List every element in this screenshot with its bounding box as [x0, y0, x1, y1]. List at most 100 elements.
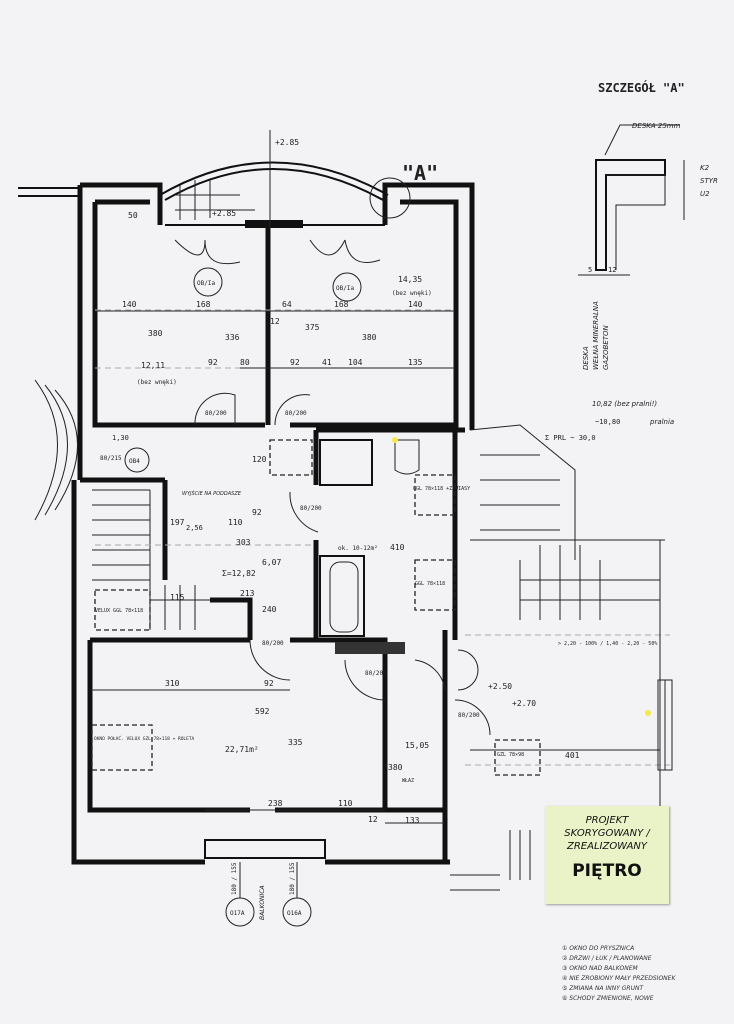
bay-window [159, 130, 411, 265]
label-ggl2: GGL 78×118 [415, 581, 445, 587]
label-stair-skylight: VELUX GGL 78×118 [95, 608, 143, 614]
dimension: 240 [262, 605, 277, 614]
dimension-lines [90, 310, 660, 824]
dimension: 380 [362, 333, 377, 342]
window-tags [124, 267, 651, 927]
area-stair-part: 2,56 [186, 524, 203, 532]
dimension: 401 [565, 751, 580, 760]
dimension: 115 [170, 593, 185, 602]
dimension: 120 [252, 455, 267, 464]
dimension: 238 [268, 799, 283, 808]
area-right-total: Σ PRL ~ 30,0 [545, 434, 596, 442]
legend-note: ③ OKNO NAD BALKONEM [562, 965, 638, 972]
sticky-note-line: SKORYGOWANY / [564, 828, 650, 839]
legend-note: ⑤ ZMIANA NA INNY GRUNT [562, 985, 644, 992]
detail-a-drawing [578, 124, 685, 276]
dimension: 41 [322, 358, 332, 367]
dimension: 92 [290, 358, 300, 367]
elevation: +2.50 [488, 682, 512, 691]
legend-note: ④ NIE ZROBIONY MAŁY PRZEDSIONEK [562, 975, 676, 982]
dimension: 64 [282, 300, 292, 309]
area-note: (bez wnęki) [137, 379, 177, 386]
dimension: 375 [305, 323, 320, 332]
area-room-bottom: 22,71m² [225, 745, 259, 754]
door-size: 80/200 [262, 640, 284, 647]
legend-note: ① OKNO DO PRYSZNICA [562, 945, 635, 952]
interior-walls [80, 228, 465, 810]
window-tag: O16A [287, 910, 302, 917]
detail-dim: 12 [608, 266, 616, 274]
door-swings [194, 392, 491, 736]
dimension: 380 [148, 329, 163, 338]
dimension: 197 [170, 518, 185, 527]
dimension: 12 [270, 317, 280, 326]
label-ggl1: GGL 78×118 +ZAWIASY [413, 486, 470, 492]
detail-a-marker: "A" [402, 161, 438, 185]
window-tag: OB/Ia [197, 280, 215, 287]
dimension: 80 [240, 358, 250, 367]
area-right-sub: ~10,80 [595, 418, 620, 426]
dimension: 380 [388, 763, 403, 772]
detail-layer-label: K2 [700, 164, 710, 172]
dimension: 92 [264, 679, 274, 688]
exterior-walls [18, 182, 475, 865]
area-landing: 1,30 [112, 434, 129, 442]
elevation: +2.85 [212, 209, 236, 218]
area-right-note: 10,82 (bez pralni!) [592, 400, 657, 408]
area-hall: Σ=12,82 [222, 569, 256, 578]
dimension: 140 [408, 300, 423, 309]
door-size: 80/200 [205, 410, 227, 417]
detail-layer-label: U2 [700, 190, 710, 198]
dimension: 140 [122, 300, 137, 309]
label-attic-access: WYJŚCIE NA PODDASZE [182, 490, 242, 497]
area-room-bottom-right: 15,05 [405, 741, 429, 750]
area-note: (bez wnęki) [392, 290, 432, 297]
sticky-note-title: PIĘTRO [572, 861, 642, 881]
area-bath-note: ok. 10-12m² [338, 545, 378, 552]
label-gzl: GZL 78×98 [497, 752, 524, 758]
detail-wall-label: GAZOBETON [602, 324, 610, 370]
window-height: 180 / 155 [231, 862, 238, 895]
dimension: 50 [128, 211, 138, 220]
dimension: 133 [405, 816, 420, 825]
door-size: 80/200 [365, 670, 387, 677]
staircase [34, 379, 660, 891]
window-tag: OB/Ia [336, 285, 354, 292]
dimension: 310 [165, 679, 180, 688]
area-room-left-top: 12,11 [141, 361, 165, 370]
dimension: 335 [288, 738, 303, 747]
dimension: 92 [252, 508, 262, 517]
door-size: 80/200 [300, 505, 322, 512]
dimension: 592 [255, 707, 270, 716]
label-hatch: WŁAZ [402, 778, 414, 784]
detail-board-label: DESKA 25mm [632, 122, 681, 130]
dimension: 110 [228, 518, 243, 527]
window-tag: O17A [230, 910, 245, 917]
area-right-sub2: pralnia [649, 418, 674, 426]
detail-wall-label: DESKA [582, 346, 590, 370]
dimension: 213 [240, 589, 255, 598]
elevation: +2.70 [512, 699, 536, 708]
dimension: 303 [236, 538, 251, 547]
label-roof-window: OKNO POŁAĆ. VELUX GZL 78×118 + ROLETA [94, 735, 195, 742]
elevation: +2.85 [275, 138, 299, 147]
legend-note: ② DRZWI / ŁUK / PLANOWANE [562, 955, 652, 962]
dimension: 104 [348, 358, 363, 367]
dimension: 336 [225, 333, 240, 342]
detail-wall-label: WEŁNA MINERALNA [592, 301, 600, 370]
dimension: 135 [408, 358, 423, 367]
area-room-right-top: 14,35 [398, 275, 422, 284]
dimension: 12 [368, 815, 378, 824]
door-size: 80/200 [458, 712, 480, 719]
legend-notes: ① OKNO DO PRYSZNICA ② DRZWI / ŁUK / PLAN… [562, 944, 722, 1004]
label-balcony-door: BALKONICA [259, 885, 266, 920]
detail-layer-label: STYR [700, 177, 718, 185]
door-size: 80/200 [285, 410, 307, 417]
window-tag: OB4 [129, 458, 140, 465]
dimension: 168 [196, 300, 211, 309]
dimension: 168 [334, 300, 349, 309]
sticky-note: PROJEKT SKORYGOWANY / ZREALIZOWANY PIĘTR… [545, 806, 669, 904]
dimension: 410 [390, 543, 405, 552]
